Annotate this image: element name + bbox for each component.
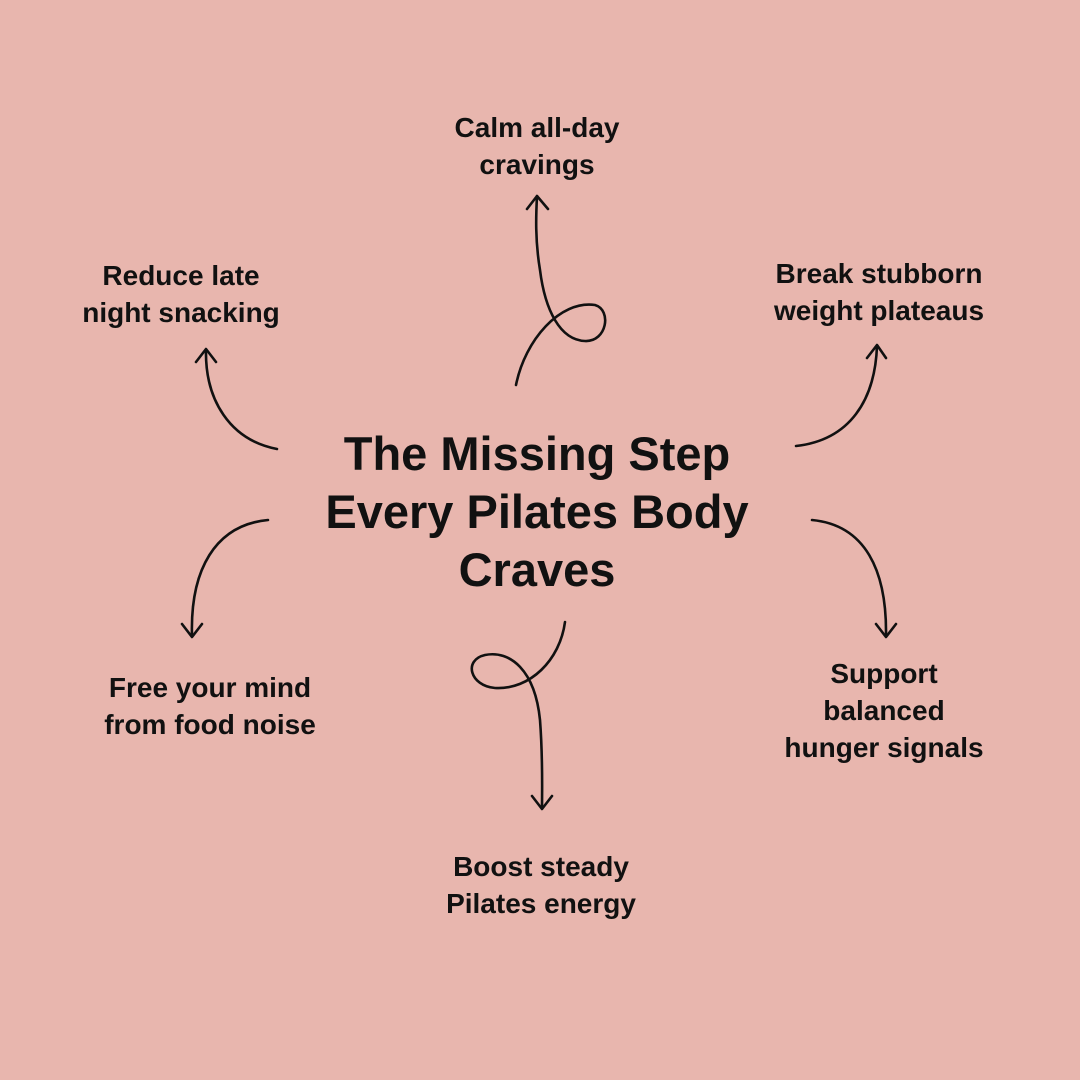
label-line: Break stubborn: [775, 258, 983, 289]
arrow-to-food-noise: [180, 518, 270, 639]
arrow-to-hunger-signals: [810, 518, 898, 639]
label-line: night snacking: [82, 297, 280, 328]
title-line: Every Pilates Body: [325, 485, 749, 538]
label-line: Boost steady: [453, 851, 629, 882]
benefit-calm-cravings: Calm all-day cravings: [455, 109, 620, 183]
benefit-pilates-energy: Boost steady Pilates energy: [446, 848, 636, 922]
arrow-to-pilates-energy: [470, 620, 567, 811]
label-line: from food noise: [104, 709, 316, 740]
arrow-to-late-night-snacking: [194, 347, 279, 451]
benefit-weight-plateaus: Break stubborn weight plateaus: [774, 255, 984, 329]
label-line: balanced: [823, 695, 945, 726]
arrow-to-weight-plateaus: [794, 343, 888, 448]
label-line: hunger signals: [784, 732, 984, 763]
label-line: Pilates energy: [446, 888, 636, 919]
label-line: cravings: [479, 149, 595, 180]
label-line: Reduce late: [102, 260, 260, 291]
main-title: The Missing Step Every Pilates Body Crav…: [325, 425, 748, 599]
label-line: Support: [830, 658, 938, 689]
benefit-hunger-signals: Support balanced hunger signals: [784, 655, 983, 766]
benefit-late-night-snacking: Reduce late night snacking: [82, 257, 280, 331]
benefit-food-noise: Free your mind from food noise: [104, 669, 316, 743]
arrow-to-calm-cravings: [514, 194, 607, 387]
label-line: Free your mind: [108, 672, 312, 703]
label-line: Calm all-day: [454, 112, 620, 143]
label-line: weight plateaus: [773, 295, 985, 326]
title-line: The Missing Step: [343, 427, 731, 480]
title-line: Craves: [458, 543, 616, 596]
